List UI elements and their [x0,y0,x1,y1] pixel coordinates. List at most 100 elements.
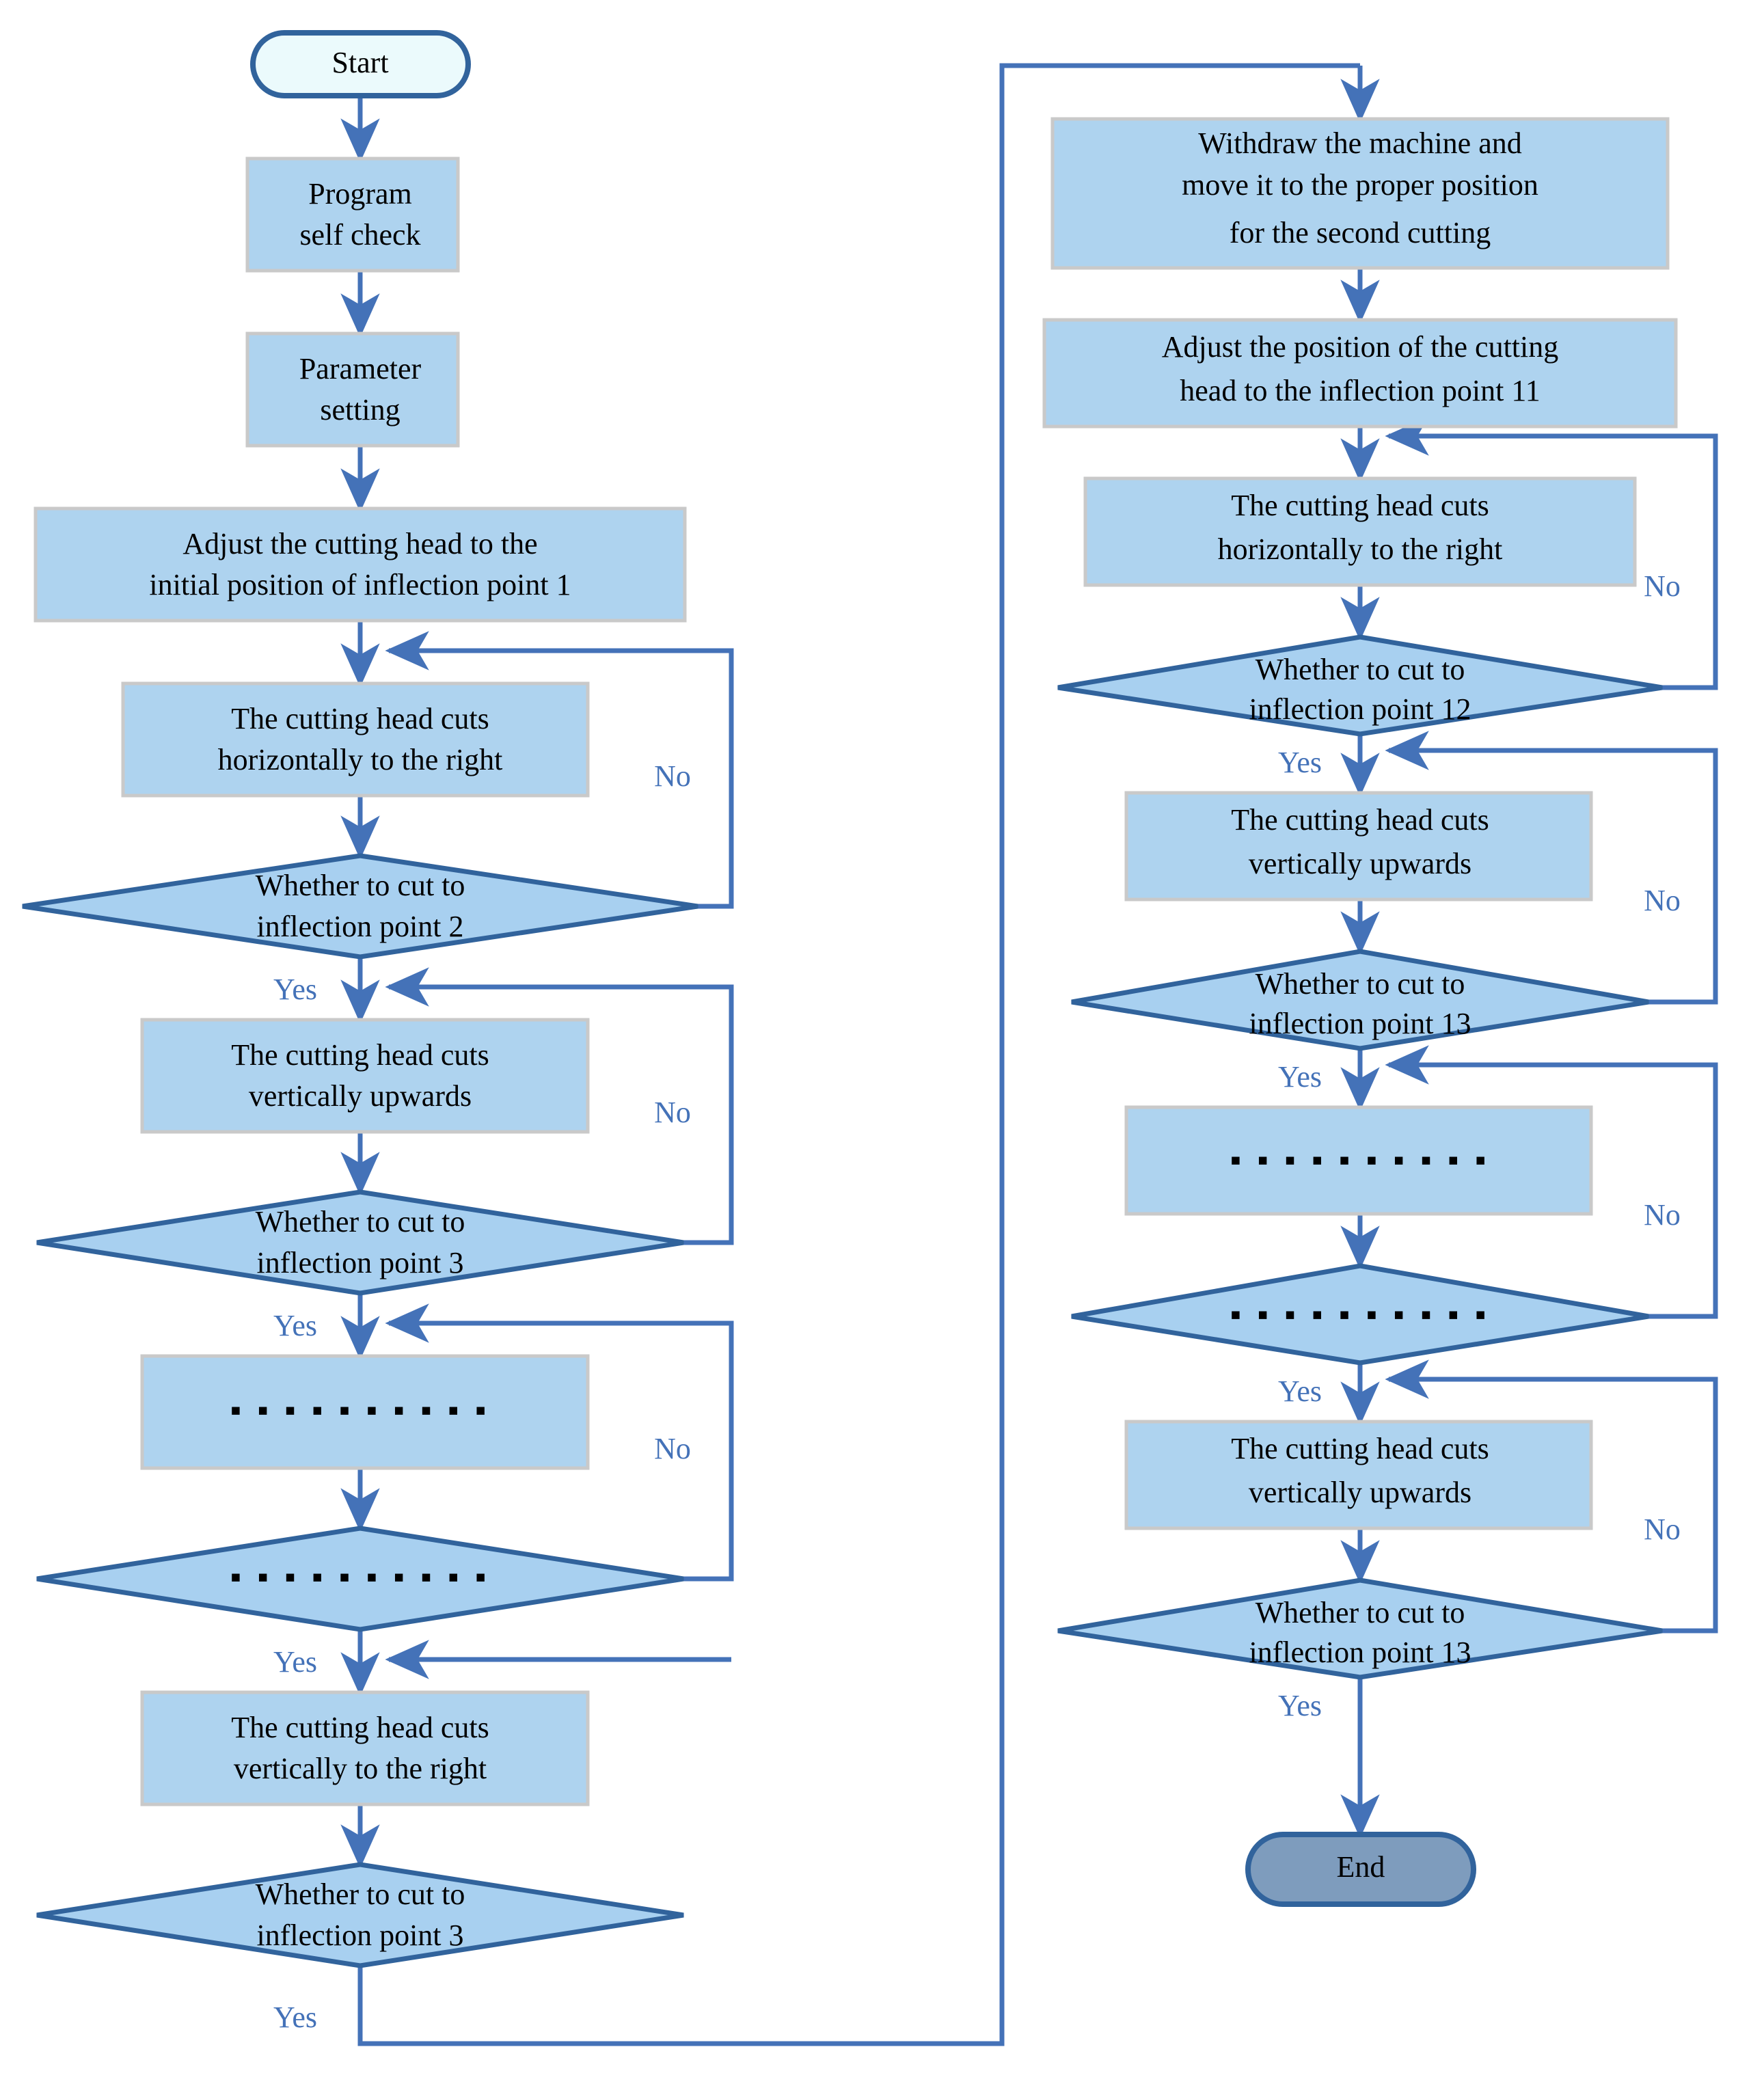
node-r8-ellipsis-decision[interactable]: ▪ ▪ ▪ ▪ ▪ ▪ ▪ ▪ ▪ ▪ Yes No [1071,1198,1681,1408]
r4-yes-label: Yes [1278,746,1322,779]
r6-line-1: Whether to cut to [1256,967,1465,1001]
r8-ellipsis: ▪ ▪ ▪ ▪ ▪ ▪ ▪ ▪ ▪ ▪ [1230,1297,1491,1332]
r2-line-2: head to the inflection point 11 [1180,374,1540,407]
l1-line-1: Program [308,177,412,211]
end-shape [1245,1832,1476,1907]
l1-line-2: self check [299,218,420,252]
edges-right [1340,66,1718,1839]
node-r5-cut-vertically-upwards[interactable]: The cutting head cuts vertically upwards [1124,791,1593,902]
node-start[interactable]: Start [250,30,471,98]
r9-line-2: vertically upwards [1249,1476,1471,1509]
r8-shape [1071,1263,1649,1366]
l3-shape [33,506,687,623]
r6-line-2: inflection point 13 [1249,1007,1471,1040]
edge-r6-no-loop [1385,731,1718,1005]
r5-line-2: vertically upwards [1249,847,1471,880]
r8-no-label: No [1644,1198,1681,1232]
r3-line-1: The cutting head cuts [1231,489,1489,522]
node-r3-cut-horizontally-right[interactable]: The cutting head cuts horizontally to th… [1083,476,1637,587]
node-l5-decision-point-2[interactable]: Whether to cut to inflection point 2 Yes… [22,759,698,1006]
l7-yes-label: Yes [273,1309,317,1342]
l5-shape [22,853,698,960]
r1-line-1: Withdraw the machine and [1198,126,1522,160]
r5-shape [1124,791,1593,902]
edge-l5-no-loop [385,631,734,909]
l2-line-2: setting [320,393,400,426]
l8-ellipsis: ▪ ▪ ▪ ▪ ▪ ▪ ▪ ▪ ▪ ▪ [230,1393,491,1428]
l11-line-2: inflection point 3 [256,1919,463,1952]
r7-ellipsis: ▪ ▪ ▪ ▪ ▪ ▪ ▪ ▪ ▪ ▪ [1230,1143,1491,1178]
r10-line-2: inflection point 13 [1249,1636,1471,1669]
node-l4-cut-horizontally-right[interactable]: The cutting head cuts horizontally to th… [121,681,590,798]
r3-shape [1083,476,1637,587]
node-end[interactable]: End [1245,1832,1476,1907]
node-l6-cut-vertically-upwards[interactable]: The cutting head cuts vertically upwards [140,1018,590,1134]
node-r2-adjust-to-point-11[interactable]: Adjust the position of the cutting head … [1042,318,1678,429]
r10-shape [1057,1577,1663,1680]
node-l2-parameter-setting[interactable]: Parameter setting [245,331,460,448]
edge-r10-no-loop [1385,1359,1718,1634]
l7-no-label: No [654,1096,691,1129]
r6-no-label: No [1644,884,1681,917]
node-l10-cut-vertically-right[interactable]: The cutting head cuts vertically to the … [140,1690,590,1806]
r2-shape [1042,318,1678,429]
node-r10-decision-point-13[interactable]: Whether to cut to inflection point 13 Ye… [1057,1513,1681,1722]
l10-line-2: vertically to the right [234,1752,487,1785]
node-r1-withdraw-machine[interactable]: Withdraw the machine and move it to the … [1050,117,1670,270]
r3-line-2: horizontally to the right [1218,532,1503,566]
l10-shape [140,1690,590,1806]
edge-l7-no-loop [385,967,734,1245]
l9-no-label: No [654,1432,691,1465]
node-l9-ellipsis-decision[interactable]: ▪ ▪ ▪ ▪ ▪ ▪ ▪ ▪ ▪ ▪ Yes No [36,1432,691,1679]
l4-shape [121,681,590,798]
l7-shape [36,1189,684,1296]
l11-line-1: Whether to cut to [256,1878,465,1911]
l6-line-2: vertically upwards [249,1079,472,1113]
node-l7-decision-point-3[interactable]: Whether to cut to inflection point 3 Yes… [36,1096,691,1342]
start-label: Start [331,46,388,79]
l10-line-1: The cutting head cuts [231,1711,489,1744]
l9-shape [36,1526,684,1632]
l2-shape [245,331,460,448]
l5-line-1: Whether to cut to [256,869,465,902]
l5-line-2: inflection point 2 [256,910,463,943]
r1-line-2: move it to the proper position [1182,168,1538,202]
node-l1-program-self-check[interactable]: Program self check [245,157,460,273]
l11-shape [36,1862,684,1968]
l9-ellipsis: ▪ ▪ ▪ ▪ ▪ ▪ ▪ ▪ ▪ ▪ [230,1560,491,1595]
edge-l11-yes-to-right-column [357,63,1360,2046]
r4-line-1: Whether to cut to [1256,653,1465,686]
l8-shape [140,1354,590,1470]
r4-shape [1057,634,1663,737]
l4-line-1: The cutting head cuts [231,702,489,735]
r1-line-3: for the second cutting [1230,216,1491,249]
l6-line-1: The cutting head cuts [231,1038,489,1072]
l2-line-1: Parameter [299,352,422,385]
edges-left [340,63,1360,2046]
edge-r8-no-loop [1385,1045,1718,1319]
l9-yes-label: Yes [273,1645,317,1679]
r9-shape [1124,1420,1593,1530]
r7-shape [1124,1105,1593,1216]
edge-r4-no-loop [1385,416,1718,690]
r1-shape [1050,117,1670,270]
r4-line-2: inflection point 12 [1249,692,1471,726]
r2-line-1: Adjust the position of the cutting [1162,330,1559,364]
node-r6-decision-point-13[interactable]: Whether to cut to inflection point 13 Ye… [1071,884,1681,1094]
r6-yes-label: Yes [1278,1060,1322,1094]
node-l3-adjust-to-initial-position[interactable]: Adjust the cutting head to the initial p… [33,506,687,623]
node-r7-ellipsis-process[interactable]: ▪ ▪ ▪ ▪ ▪ ▪ ▪ ▪ ▪ ▪ [1124,1105,1593,1216]
node-r9-cut-vertically-upwards[interactable]: The cutting head cuts vertically upwards [1124,1420,1593,1530]
node-l11-decision-point-3[interactable]: Whether to cut to inflection point 3 Yes [36,1862,684,2034]
r9-line-1: The cutting head cuts [1231,1432,1489,1465]
node-r4-decision-point-12[interactable]: Whether to cut to inflection point 12 Ye… [1057,569,1681,779]
l7-line-2: inflection point 3 [256,1246,463,1279]
r8-yes-label: Yes [1278,1374,1322,1408]
start-shape [250,30,471,98]
l5-no-label: No [654,759,691,793]
l6-shape [140,1018,590,1134]
node-l8-ellipsis-process[interactable]: ▪ ▪ ▪ ▪ ▪ ▪ ▪ ▪ ▪ ▪ [140,1354,590,1470]
r10-yes-label: Yes [1278,1689,1322,1722]
